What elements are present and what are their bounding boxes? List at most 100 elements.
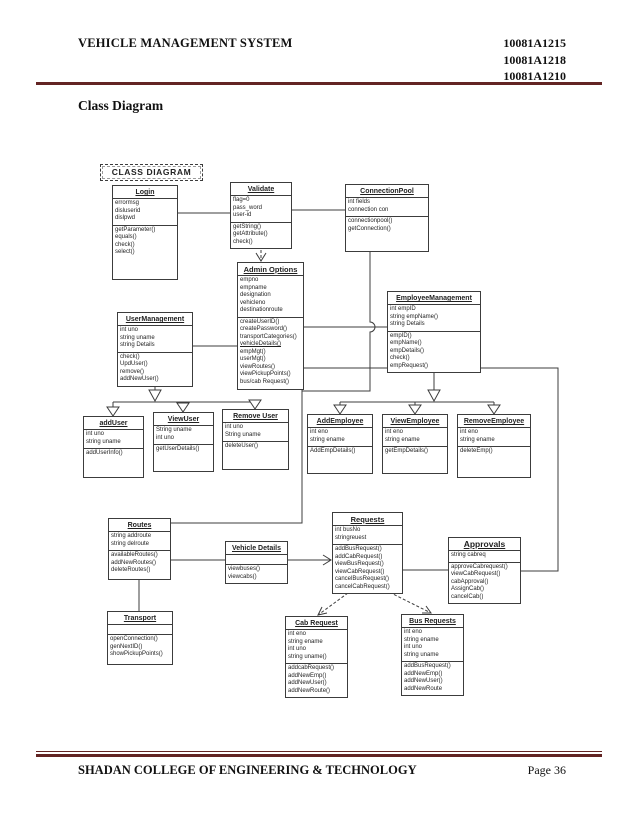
uml-methods: getParameter()equals()check()select()	[113, 226, 177, 280]
uml-methods: viewbuses()viewcabs()	[226, 565, 287, 583]
uml-methods: approveCabrequest()viewCabRequest()cabAp…	[449, 563, 520, 604]
uml-class-name: ViewUser	[154, 413, 213, 426]
uml-methods: check()UpdUser()remove()addNewUser()	[118, 353, 192, 386]
uml-class-name: RemoveEmployee	[458, 415, 530, 428]
uml-class-name: Requests	[333, 513, 402, 526]
uml-attribute: int eno	[404, 629, 423, 635]
generalization-employeemanagement	[333, 369, 501, 415]
uml-attribute: int uno	[120, 327, 139, 333]
uml-method: deleteUser()	[225, 443, 259, 449]
uml-class-name: AddEmployee	[308, 415, 372, 428]
uml-methods: addcabRequest()addNewEmp()addNewUser()ad…	[286, 664, 347, 697]
uml-attribute: string Details	[120, 342, 155, 348]
uml-attribute: int eno	[288, 631, 307, 637]
uml-attribute: errormsg	[115, 200, 140, 206]
uml-class-name: EmployeeManagement	[388, 292, 480, 305]
uml-attribute: string uname	[86, 438, 121, 445]
uml-attribute: int eno	[460, 429, 479, 435]
uml-attribute: string ename	[288, 638, 323, 645]
connector-connectionpool-down	[302, 252, 376, 392]
connector-requests-cabrequest	[317, 589, 353, 616]
roll-number: 10081A1210	[503, 69, 566, 83]
uml-class-name: Remove User	[223, 410, 288, 423]
uml-attribute: int uno	[288, 646, 307, 652]
uml-attribute: string ename	[460, 436, 495, 443]
uml-attribute: int empID	[390, 306, 416, 312]
uml-methods: empID()empName()empDetails()check()empRe…	[388, 332, 480, 373]
uml-attribute: string cabreq	[451, 552, 486, 558]
uml-method: addNewEmp()	[288, 672, 327, 679]
uml-methods: getEmpDetails()	[383, 447, 447, 473]
footer-page-number: Page 36	[527, 763, 566, 777]
uml-method: connectionpool()	[348, 218, 393, 224]
uml-class-name: ConnectionPool	[346, 185, 428, 198]
uml-attribute: int eno	[385, 429, 404, 435]
arrowhead-cabrequest	[317, 606, 328, 616]
uml-method: vehicleDetails()	[240, 341, 282, 347]
uml-method: deleteRoutes()	[111, 567, 151, 573]
uml-attribute: string ename	[310, 436, 345, 443]
arrowhead-requests	[322, 554, 332, 566]
uml-method: empMgt()	[240, 348, 266, 355]
uml-method: userMgt()	[240, 356, 266, 362]
uml-class-name: Cab Request	[286, 617, 347, 630]
roll-number: 10081A1215	[503, 36, 566, 50]
uml-methods: deleteEmp()	[458, 447, 530, 477]
uml-attribute: flag=0	[233, 197, 250, 203]
uml-attribute: string uname	[404, 651, 439, 658]
uml-method: select()	[115, 249, 135, 255]
gen-triangle	[148, 389, 162, 403]
uml-method: AssignCab()	[451, 586, 485, 592]
uml-attribute: int eno	[310, 429, 329, 435]
uml-method: viewCabRequest()	[451, 571, 501, 577]
uml-method: createPassword()	[240, 326, 288, 332]
uml-method: remove()	[120, 368, 145, 375]
uml-method: getUserDetails()	[156, 446, 200, 452]
uml-attribute: int uno	[156, 434, 175, 441]
uml-class-name: ViewEmployee	[383, 415, 447, 428]
uml-method: equals()	[115, 234, 137, 240]
header-roll-numbers: 10081A1215 10081A1218 10081A1210	[503, 35, 566, 85]
uml-method: AddEmpDetails()	[310, 448, 356, 454]
arrowhead-adminoptions	[255, 252, 267, 262]
uml-attribute: empno	[240, 277, 259, 283]
uml-method: check()	[115, 241, 135, 248]
uml-method: addNewUser()	[120, 376, 159, 382]
uml-attribute: string ename	[404, 636, 439, 643]
uml-method: getAttribute()	[233, 231, 268, 237]
arrowhead-busrequests	[422, 605, 432, 614]
uml-method: empID()	[390, 332, 412, 339]
uml-method: empName()	[390, 340, 422, 346]
gen-triangle	[333, 404, 347, 415]
uml-methods: addUserInfo()	[84, 449, 143, 477]
uml-attribute: pass_word	[233, 204, 263, 211]
gen-triangle	[248, 399, 262, 410]
uml-attribute: string addroute	[111, 533, 152, 539]
uml-method: openConnection()	[110, 636, 158, 642]
uml-method: addBusRequest()	[404, 663, 451, 669]
uml-methods: addBusRequest()addCabRequest()viewBusReq…	[333, 545, 402, 593]
uml-methods: addBusRequest()addNewEmp()addNewUser()ad…	[402, 662, 463, 695]
uml-attribute: destinationroute	[240, 307, 283, 313]
uml-method: viewBusRequest()	[335, 561, 384, 567]
uml-class-name: Validate	[231, 183, 291, 196]
uml-class-name: addUser	[84, 417, 143, 430]
uml-method: viewCabRequest()	[335, 568, 385, 575]
uml-attribute: int uno	[86, 431, 105, 437]
roll-number: 10081A1218	[503, 52, 566, 67]
uml-methods: AddEmpDetails()	[308, 447, 372, 473]
